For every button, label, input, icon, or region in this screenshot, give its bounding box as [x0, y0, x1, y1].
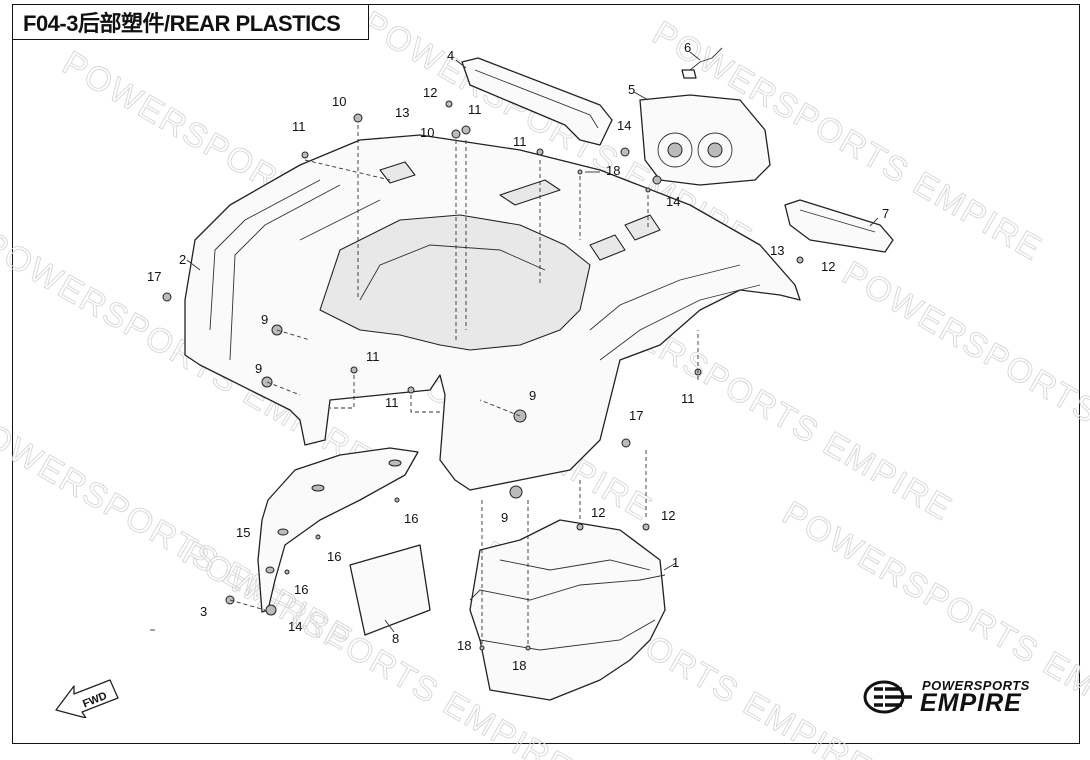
brand-line1: POWERSPORTS [922, 678, 1030, 693]
callout-6: 6 [684, 40, 691, 55]
callout-17: 17 [147, 269, 161, 284]
callout-4: 4 [447, 48, 454, 63]
callout-12: 12 [591, 505, 605, 520]
part-reflector [784, 199, 894, 253]
callout-9: 9 [255, 361, 262, 376]
callout-11: 11 [513, 134, 527, 149]
brand-logo: POWERSPORTS EMPIRE [862, 676, 1062, 718]
alignment-lines [229, 125, 699, 645]
callout-14: 14 [666, 194, 680, 209]
part-mudflap [257, 447, 419, 613]
callout-3: 3 [200, 604, 207, 619]
callout-16: 16 [404, 511, 418, 526]
part-wire-clip [681, 47, 723, 79]
callout-10: 10 [332, 94, 346, 109]
callout-13: 13 [770, 243, 784, 258]
part-rear-fender [184, 134, 801, 491]
callout-13: 13 [395, 105, 409, 120]
part-decal [349, 544, 431, 636]
callout-14: 14 [288, 619, 302, 634]
callout-17: 17 [629, 408, 643, 423]
callout-2: 2 [179, 252, 186, 267]
part-taillight [639, 94, 771, 186]
callout-12: 12 [423, 85, 437, 100]
callout-1: 1 [672, 555, 679, 570]
callout-11: 11 [468, 102, 482, 117]
callout-11: 11 [292, 119, 306, 134]
callout-16: 16 [327, 549, 341, 564]
callout-11: 11 [681, 391, 695, 406]
callout-11: 11 [366, 349, 380, 364]
callout-14: 14 [617, 118, 631, 133]
callout-18: 18 [457, 638, 471, 653]
callout-18: 18 [512, 658, 526, 673]
brand-line2: EMPIRE [920, 689, 1022, 717]
part-upper-trim [461, 57, 613, 146]
callout-9: 9 [261, 312, 268, 327]
callout-12: 12 [821, 259, 835, 274]
hardware-markers [162, 100, 804, 651]
callout-9: 9 [529, 388, 536, 403]
callout-7: 7 [882, 206, 889, 221]
callout-16: 16 [294, 582, 308, 597]
callout-12: 12 [661, 508, 675, 523]
callout-18: 18 [606, 163, 620, 178]
page-title: F04-3后部塑件/REAR PLASTICS [23, 11, 341, 36]
callout-10: 10 [420, 125, 434, 140]
callout-5: 5 [628, 82, 635, 97]
callout-11: 11 [385, 395, 399, 410]
callout-8: 8 [392, 631, 399, 646]
part-storage-box [469, 519, 666, 701]
callout-15: 15 [236, 525, 250, 540]
callout-labels: 1 2 3 4 5 6 7 8 9 9 9 9 10 10 11 11 11 1… [147, 40, 889, 673]
brand-emblem-icon [863, 680, 912, 714]
fwd-arrow-icon: FWD [55, 679, 119, 718]
leader-lines [150, 51, 879, 633]
title-box: F04-3后部塑件/REAR PLASTICS [12, 4, 369, 40]
callout-9: 9 [501, 510, 508, 525]
